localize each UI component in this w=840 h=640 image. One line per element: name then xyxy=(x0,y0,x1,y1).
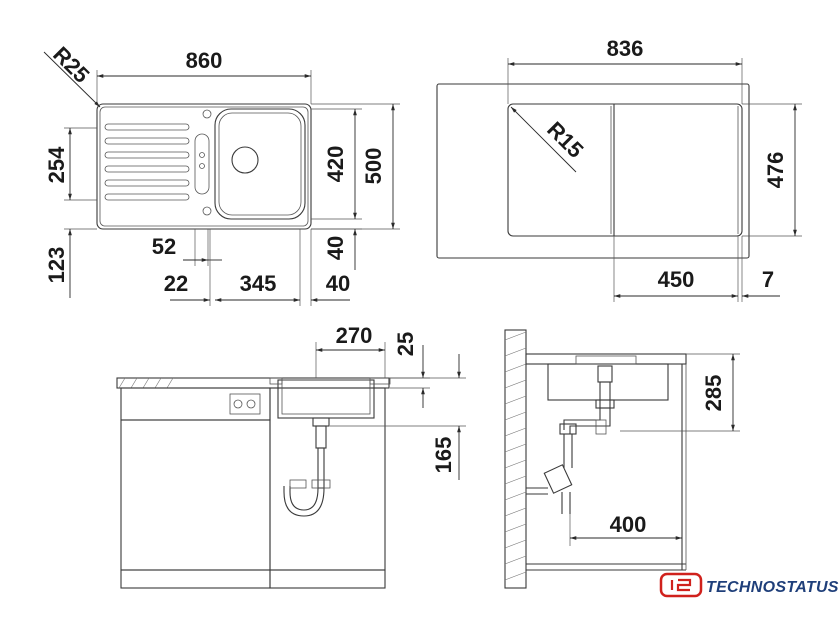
dim-450-7: 450 7 xyxy=(613,236,780,302)
dim-270: 270 xyxy=(315,323,386,378)
brand-mark-icon xyxy=(659,572,703,598)
dim-285: 285 xyxy=(620,353,740,432)
cabinet-side-view xyxy=(504,329,687,589)
dim-500: 500 xyxy=(311,103,400,230)
label-476: 476 xyxy=(763,152,788,189)
label-165: 165 xyxy=(431,437,456,474)
label-40-vertical: 40 xyxy=(323,236,348,260)
dim-40-vertical: 40 xyxy=(311,228,362,270)
label-285: 285 xyxy=(701,375,726,412)
sink-cutout-view xyxy=(436,83,750,259)
technostatus-logo: TECHNOSTATUS xyxy=(659,572,839,598)
label-22: 22 xyxy=(164,271,188,296)
dim-254: 254 xyxy=(44,127,97,201)
dim-836: 836 xyxy=(507,36,743,104)
label-52: 52 xyxy=(152,234,176,259)
label-345: 345 xyxy=(240,271,277,296)
label-836: 836 xyxy=(607,36,644,61)
sink-top-view xyxy=(96,103,312,230)
label-r25: R25 xyxy=(48,42,94,88)
label-7: 7 xyxy=(762,267,774,292)
dim-123: 123 xyxy=(44,228,97,298)
label-r15: R15 xyxy=(542,117,588,163)
label-420: 420 xyxy=(323,146,348,183)
label-270: 270 xyxy=(336,323,373,348)
label-25: 25 xyxy=(393,332,418,356)
dim-476: 476 xyxy=(742,103,802,237)
dim-r15: R15 xyxy=(510,106,588,173)
label-40: 40 xyxy=(326,271,350,296)
dim-25: 25 xyxy=(390,332,430,408)
dim-165: 165 xyxy=(330,354,466,480)
label-400: 400 xyxy=(610,512,647,537)
dim-400: 400 xyxy=(569,512,682,546)
label-123: 123 xyxy=(44,247,69,284)
dim-52: 52 xyxy=(152,229,222,266)
label-254: 254 xyxy=(44,146,69,183)
brand-name: TECHNOSTATUS xyxy=(706,579,839,596)
drainer-grooves xyxy=(104,123,190,201)
label-860: 860 xyxy=(186,48,223,73)
dim-r25: R25 xyxy=(43,42,101,108)
dim-860: 860 xyxy=(96,48,312,104)
dim-bottom-chain: 22 345 40 xyxy=(164,229,350,306)
label-500: 500 xyxy=(361,148,386,185)
dim-420: 420 xyxy=(311,108,362,220)
label-450: 450 xyxy=(658,267,695,292)
cabinet-front-view xyxy=(116,377,391,589)
